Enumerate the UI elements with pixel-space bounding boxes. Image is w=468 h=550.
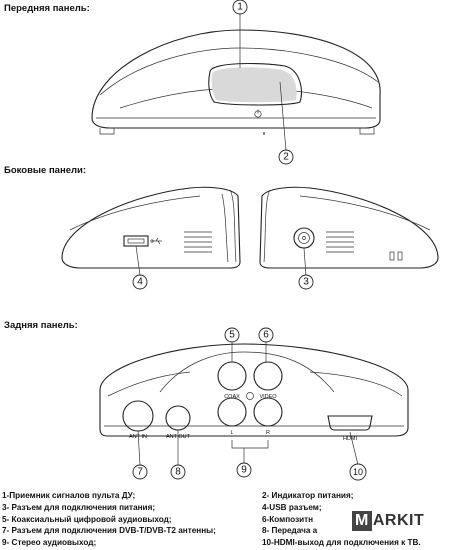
callout-5-label: 5: [229, 330, 235, 341]
callout-6: [258, 327, 274, 343]
coax-port-label: COAX: [224, 394, 240, 400]
video-port: [253, 361, 283, 391]
legend-item: 3- Разъем для подключения питания;: [2, 502, 156, 512]
callout-1-label: 1: [237, 2, 243, 13]
legend-item: 2- Индикатор питания;: [262, 491, 354, 500]
rear-panel-illustration: [99, 343, 409, 437]
callout-3: [298, 274, 314, 290]
legend-item: 4-USB разъем;: [262, 502, 322, 512]
callout-4-label: 4: [137, 277, 143, 288]
front-panel-heading: Передняя панель:: [4, 3, 90, 14]
side-button-slots: [389, 251, 403, 261]
legend-right-column: 2- Индикатор питания; 4-USB разъем; 6-Ко…: [262, 490, 421, 549]
front-panel-illustration: [91, 14, 381, 151]
callout-9-label: 9: [241, 465, 247, 476]
callout-6-label: 6: [263, 330, 269, 341]
callout-7-label: 7: [137, 467, 143, 478]
legend-item: 1-Приемник сигналов пульта ДУ;: [2, 491, 136, 500]
rear-panel-heading: Задняя панель:: [4, 320, 78, 331]
callout-4: [132, 274, 148, 290]
right-side-panel-illustration: [259, 186, 439, 277]
callout-2: [278, 149, 294, 165]
logo-letter-m: M: [352, 511, 372, 531]
callout-10-label: 10: [353, 467, 363, 477]
power-jack: [293, 227, 315, 249]
usb-port: [123, 235, 149, 247]
callout-2-label: 2: [283, 152, 289, 163]
coax-port: [217, 361, 247, 391]
video-port-label: VIDEO: [259, 394, 277, 400]
rear-led-indicator: [246, 392, 254, 400]
callout-7: [132, 464, 148, 480]
hdmi-port-label: HDMI: [343, 436, 358, 442]
callout-8-label: 8: [175, 467, 181, 478]
legend-item: 8- Передача а: [262, 526, 318, 536]
audio-left-port-label: L: [230, 430, 233, 436]
ant-in-port: [122, 400, 154, 432]
logo-text: ARKIT: [372, 512, 425, 529]
audio-right-port-label: R: [266, 430, 270, 436]
callout-10: [349, 463, 367, 481]
callout-1: [232, 0, 248, 15]
legend-left-column: 1-Приемник сигналов пульта ДУ; 3- Разъем…: [2, 490, 216, 549]
callout-5: [224, 327, 240, 343]
hdmi-port: [327, 415, 373, 431]
legend-item: 9- Стерео аудиовыход;: [2, 538, 97, 548]
audio-right-port: [253, 397, 283, 427]
audio-left-port: [217, 397, 247, 427]
markit-logo: M ARKIT: [352, 510, 424, 532]
legend-item: 6-Композитн: [262, 514, 314, 524]
ant-out-port: [165, 405, 191, 431]
legend-item: 10-HDMI-выход для подключения к ТВ.: [262, 538, 421, 548]
callout-3-label: 3: [303, 277, 309, 288]
power-symbol-icon: [254, 109, 262, 118]
legend-item: 7- Разъем для подключения DVB-T/DVB-T2 а…: [2, 526, 216, 536]
left-side-vents: [184, 231, 212, 253]
usb-icon: [150, 237, 162, 245]
left-side-panel-illustration: [61, 186, 241, 276]
callout-9: [236, 462, 252, 478]
right-side-vents: [326, 231, 354, 253]
legend-item: 5- Коаксиальный цифровой аудиовыход;: [2, 514, 172, 524]
side-panels-heading: Боковые панели:: [4, 165, 87, 176]
callout-8: [170, 464, 186, 480]
